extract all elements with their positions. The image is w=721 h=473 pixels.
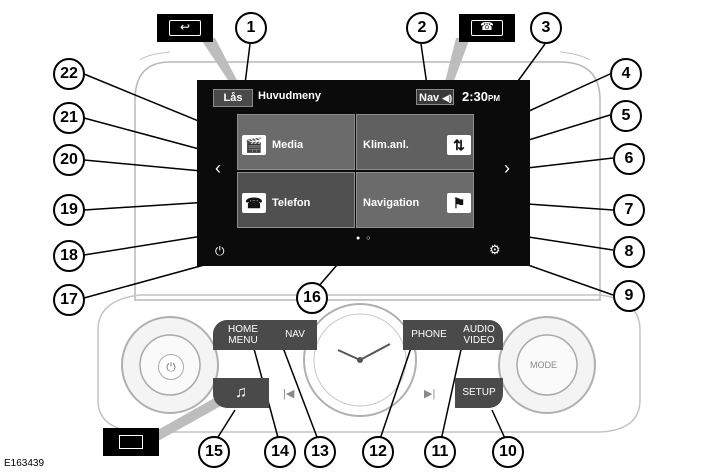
tile-media-label: Media (272, 139, 304, 151)
back-arrow-icon: ↩ (169, 20, 201, 36)
callout-9: 9 (613, 280, 645, 312)
phone-icon: ☎ (242, 193, 266, 213)
callout-19: 19 (53, 194, 85, 226)
callout-8: 8 (613, 236, 645, 268)
svg-text:▶|: ▶| (424, 388, 435, 400)
tile-phone-label: Telefon (272, 197, 311, 209)
home-menu-button[interactable]: HOME MENU (213, 320, 273, 350)
camera-icon (119, 435, 143, 449)
callout-10: 10 (492, 436, 524, 468)
clapperboard-icon: 🎬 (242, 135, 266, 155)
nav-button[interactable]: Nav ◀) (416, 89, 454, 105)
callout-6: 6 (613, 143, 645, 175)
back-icon-box: ↩ (157, 14, 213, 42)
tile-climate[interactable]: Klim.anl. ⇅ (356, 114, 474, 170)
callout-2: 2 (406, 12, 438, 44)
chevron-right-icon[interactable]: › (504, 158, 510, 178)
page-title: Huvudmeny (258, 90, 321, 102)
audio-video-button[interactable]: AUDIO VIDEO (455, 320, 503, 350)
callout-13: 13 (304, 436, 336, 468)
callout-17: 17 (53, 284, 85, 316)
setup-button[interactable]: SETUP (455, 378, 503, 408)
hangup-icon-box: ☎ (459, 14, 515, 42)
hang-up-icon: ☎ (471, 20, 503, 36)
nav-label: Nav (419, 92, 440, 104)
clock-display: 2:30PM (462, 89, 500, 104)
callout-14: 14 (264, 436, 296, 468)
callout-1: 1 (235, 12, 267, 44)
callout-22: 22 (53, 58, 85, 90)
chevron-left-icon[interactable]: ‹ (215, 158, 221, 178)
time-suffix: PM (488, 94, 501, 103)
callout-4: 4 (610, 58, 642, 90)
tile-navigation-label: Navigation (363, 197, 420, 209)
callout-15: 15 (198, 436, 230, 468)
callout-3: 3 (530, 12, 562, 44)
checkered-flag-icon: ⚑ (447, 193, 471, 213)
tile-climate-label: Klim.anl. (363, 139, 409, 151)
callout-18: 18 (53, 240, 85, 272)
callout-7: 7 (613, 194, 645, 226)
callout-21: 21 (53, 102, 85, 134)
camera-icon-box (103, 428, 159, 456)
volume-power-knob-icon[interactable]: ⏻ (158, 354, 184, 380)
figure-id: E163439 (4, 458, 45, 469)
las-button[interactable]: Lås (213, 89, 253, 107)
tile-phone[interactable]: ☎ Telefon (237, 172, 355, 228)
callout-11: 11 (424, 436, 456, 468)
mode-knob-label[interactable]: MODE (530, 360, 557, 370)
callout-5: 5 (610, 100, 642, 132)
tile-navigation[interactable]: Navigation ⚑ (356, 172, 474, 228)
volume-icon: ◀) (442, 93, 453, 103)
power-icon[interactable]: ⏻ (215, 244, 225, 258)
callout-20: 20 (53, 144, 85, 176)
settings-icon[interactable]: ⚙ (489, 242, 501, 257)
nav-hw-button[interactable]: NAV (273, 320, 317, 350)
tile-media[interactable]: 🎬 Media (237, 114, 355, 170)
top-bar: Lås Huvudmeny Nav ◀) 2:30PM (197, 80, 530, 110)
callout-12: 12 (362, 436, 394, 468)
touchscreen: Lås Huvudmeny Nav ◀) 2:30PM 🎬 Media Klim… (197, 80, 530, 266)
callout-16: 16 (296, 282, 328, 314)
svg-text:|◀: |◀ (283, 388, 295, 400)
time-value: 2:30 (462, 89, 489, 104)
music-button[interactable]: ♫ (213, 378, 269, 408)
climate-icon: ⇅ (447, 135, 471, 155)
page-indicator: ● ○ (356, 235, 373, 242)
phone-hw-button[interactable]: PHONE (403, 320, 455, 350)
